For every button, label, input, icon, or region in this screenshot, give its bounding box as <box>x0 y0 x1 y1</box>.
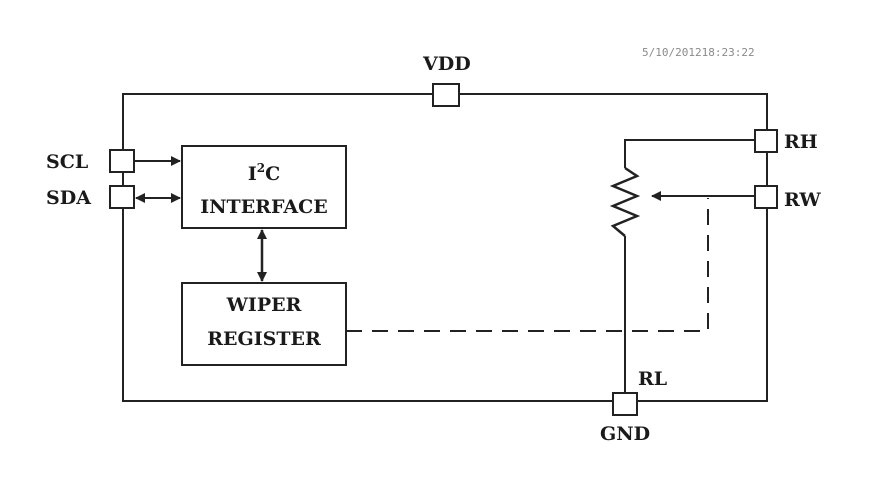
wiper-control-dashed <box>346 198 709 332</box>
i2c-interface-subtitle: INTERFACE <box>200 196 327 218</box>
wiper-register-subtitle: REGISTER <box>207 328 321 350</box>
rl-label: RL <box>638 368 667 390</box>
resistor-zigzag <box>609 166 641 237</box>
scl-label: SCL <box>46 151 88 173</box>
gnd-label: GND <box>600 423 650 445</box>
sda-label: SDA <box>46 187 91 209</box>
timestamp-text: 5/10/201218:23:22 <box>642 46 755 59</box>
vdd-label: VDD <box>422 53 471 75</box>
sda-pin <box>109 185 135 209</box>
scl-pin <box>109 149 135 173</box>
wiper-register-title: WIPER <box>226 294 302 316</box>
i2c-interface-title: I2C <box>248 161 280 185</box>
rw-pin <box>754 185 778 209</box>
rh-pin <box>754 129 778 153</box>
rh-wire <box>624 139 755 168</box>
i2c-interface-block <box>181 145 347 229</box>
vdd-pin <box>432 83 460 107</box>
rw-label: RW <box>784 189 821 211</box>
gnd-pin <box>612 392 638 416</box>
wiper-register-block <box>181 282 347 366</box>
rh-label: RH <box>784 131 818 153</box>
